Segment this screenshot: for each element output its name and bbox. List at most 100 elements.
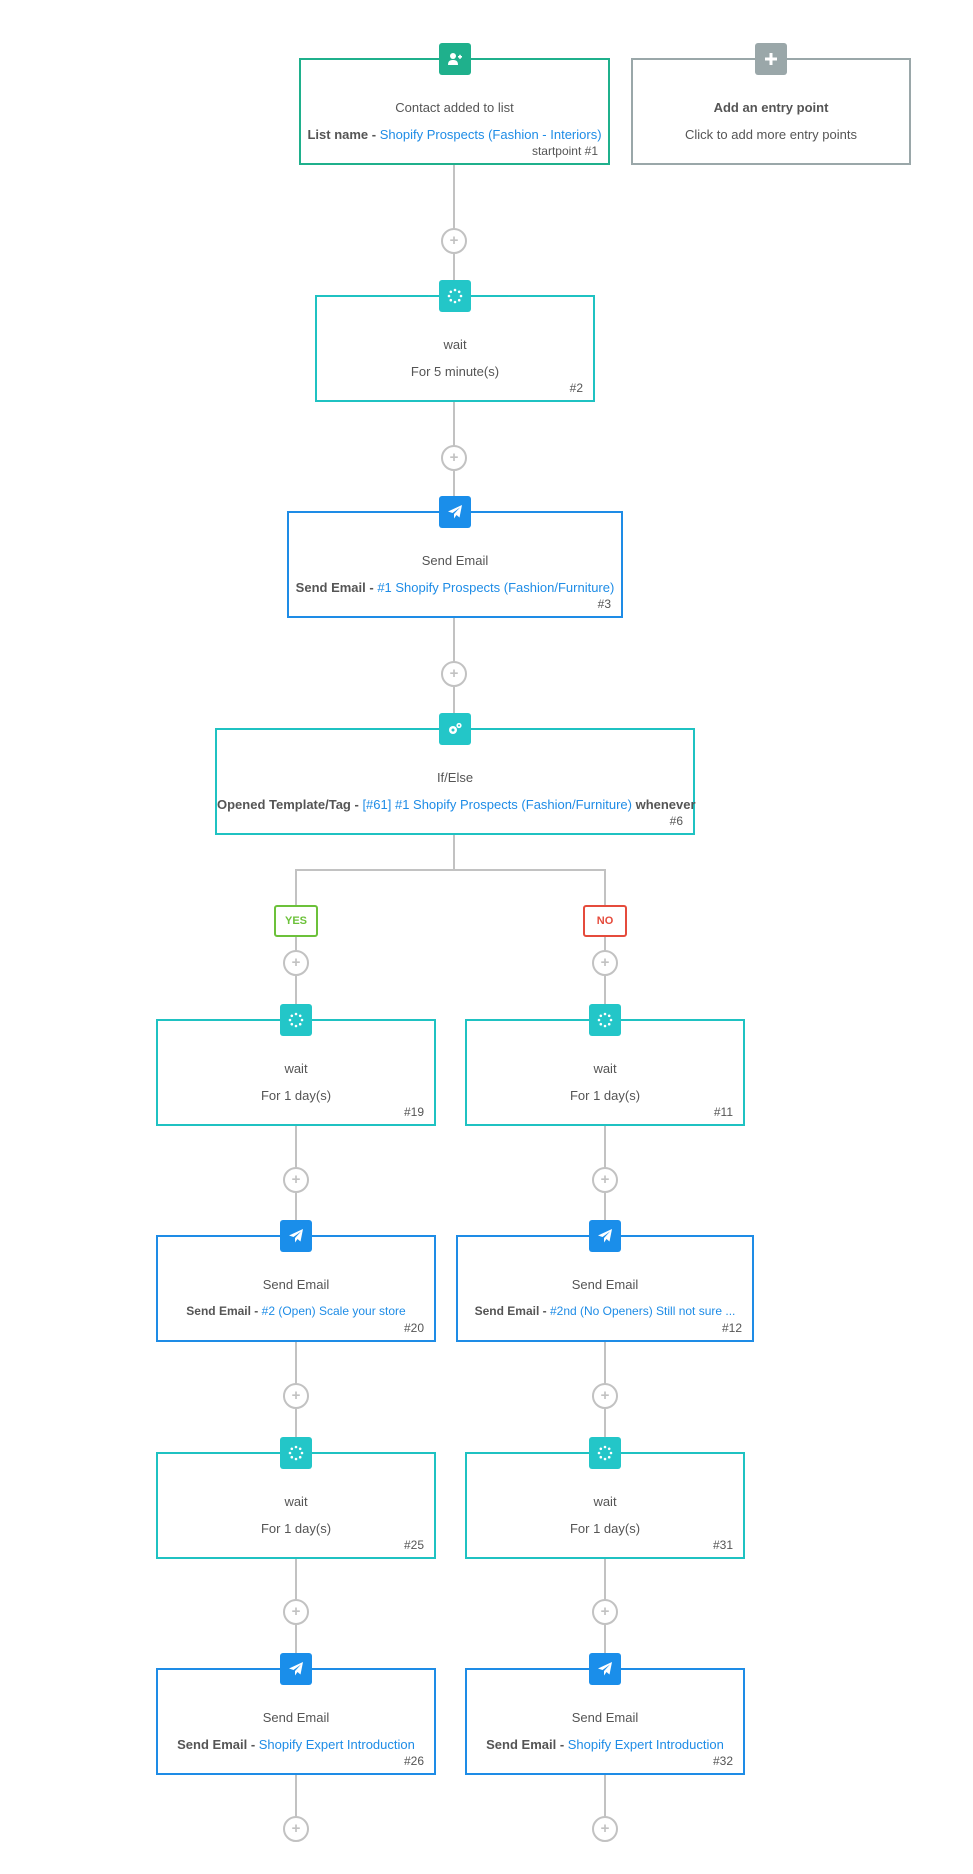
- add-step-button[interactable]: +: [592, 950, 618, 976]
- step-id: #6: [669, 814, 683, 828]
- spinner-icon: [280, 1437, 312, 1469]
- add-step-button[interactable]: +: [283, 1816, 309, 1842]
- step-title: Send Email: [262, 1277, 330, 1292]
- email-template-link[interactable]: #2nd (No Openers) Still not sure ...: [549, 1304, 736, 1318]
- branch-split-line: [295, 869, 606, 871]
- step-detail: Send Email - #1 Shopify Prospects (Fashi…: [289, 580, 621, 595]
- plus-icon: +: [600, 954, 610, 971]
- add-step-button[interactable]: +: [592, 1167, 618, 1193]
- detail-label: Send Email -: [474, 1304, 550, 1318]
- step-detail: Send Email - Shopify Expert Introduction: [467, 1737, 743, 1752]
- step-id: #26: [403, 1754, 424, 1768]
- step-title: wait: [593, 1061, 617, 1076]
- step-title: wait: [593, 1494, 617, 1509]
- plus-icon: +: [291, 954, 301, 971]
- step-title: Add an entry point: [713, 100, 829, 115]
- spinner-icon: [589, 1004, 621, 1036]
- connector-line: [295, 869, 297, 1021]
- step-detail: Send Email - #2nd (No Openers) Still not…: [458, 1304, 752, 1318]
- gears-icon: [439, 713, 471, 745]
- email-template-link[interactable]: #2 (Open) Scale your store: [261, 1304, 406, 1318]
- wait-step[interactable]: wait For 1 day(s) #19: [156, 1004, 436, 1126]
- step-detail: Send Email - Shopify Expert Introduction: [158, 1737, 434, 1752]
- step-detail: For 1 day(s): [569, 1521, 641, 1536]
- detail-label: Send Email -: [295, 580, 378, 595]
- send-email-step[interactable]: Send Email Send Email - #1 Shopify Prosp…: [287, 496, 623, 618]
- step-id: #19: [403, 1105, 424, 1119]
- step-detail: Opened Template/Tag - [#61] #1 Shopify P…: [217, 797, 696, 812]
- branch-yes-badge[interactable]: YES: [274, 905, 318, 937]
- detail-label: Send Email -: [186, 1304, 262, 1318]
- step-detail: Click to add more entry points: [685, 127, 857, 142]
- condition-template-link[interactable]: [#61] #1 Shopify Prospects (Fashion/Furn…: [362, 797, 632, 812]
- plus-icon: [755, 43, 787, 75]
- add-step-button[interactable]: +: [441, 661, 467, 687]
- step-id: #25: [403, 1538, 424, 1552]
- add-step-button[interactable]: +: [441, 228, 467, 254]
- step-detail: For 1 day(s): [260, 1088, 332, 1103]
- paper-plane-icon: [439, 496, 471, 528]
- email-template-link[interactable]: Shopify Expert Introduction: [567, 1737, 724, 1752]
- plus-icon: +: [600, 1603, 610, 1620]
- plus-icon: +: [449, 232, 459, 249]
- spinner-icon: [439, 280, 471, 312]
- spinner-icon: [589, 1437, 621, 1469]
- if-else-step[interactable]: If/Else Opened Template/Tag - [#61] #1 S…: [215, 713, 696, 835]
- add-step-button[interactable]: +: [283, 1383, 309, 1409]
- step-title: Send Email: [571, 1710, 639, 1725]
- detail-label: List name -: [307, 127, 380, 142]
- step-detail: For 1 day(s): [260, 1521, 332, 1536]
- step-title: wait: [284, 1061, 308, 1076]
- send-email-step[interactable]: Send Email Send Email - Shopify Expert I…: [156, 1653, 436, 1775]
- detail-label: Opened Template/Tag -: [217, 797, 363, 812]
- email-template-link[interactable]: Shopify Expert Introduction: [258, 1737, 415, 1752]
- plus-icon: +: [600, 1171, 610, 1188]
- connector-line: [453, 835, 455, 871]
- plus-icon: +: [291, 1603, 301, 1620]
- spinner-icon: [280, 1004, 312, 1036]
- connector-line: [453, 165, 455, 385]
- step-title: Contact added to list: [395, 100, 514, 115]
- connector-line: [604, 1772, 606, 1828]
- wait-step[interactable]: wait For 1 day(s) #31: [465, 1437, 745, 1559]
- step-id: startpoint #1: [531, 144, 598, 158]
- add-step-button[interactable]: +: [592, 1383, 618, 1409]
- list-name-link[interactable]: Shopify Prospects (Fashion - Interiors): [379, 127, 602, 142]
- paper-plane-icon: [589, 1653, 621, 1685]
- plus-icon: +: [449, 449, 459, 466]
- send-email-step[interactable]: Send Email Send Email - Shopify Expert I…: [465, 1653, 745, 1775]
- step-detail: For 5 minute(s): [410, 364, 500, 379]
- add-step-button[interactable]: +: [283, 1167, 309, 1193]
- add-entry-point-card[interactable]: Add an entry point Click to add more ent…: [631, 43, 911, 165]
- plus-icon: +: [600, 1387, 610, 1404]
- add-contact-icon: [438, 43, 471, 75]
- add-step-button[interactable]: +: [441, 445, 467, 471]
- step-id: #20: [403, 1321, 424, 1335]
- branch-no-badge[interactable]: NO: [583, 905, 627, 937]
- add-step-button[interactable]: +: [283, 950, 309, 976]
- plus-icon: +: [600, 1820, 610, 1837]
- connector-line: [295, 1772, 297, 1828]
- step-id: #2: [569, 381, 583, 395]
- step-id: #12: [721, 1321, 742, 1335]
- send-email-step[interactable]: Send Email Send Email - #2nd (No Openers…: [456, 1220, 754, 1342]
- wait-step[interactable]: wait For 1 day(s) #11: [465, 1004, 745, 1126]
- add-step-button[interactable]: +: [283, 1599, 309, 1625]
- step-id: #31: [712, 1538, 733, 1552]
- step-id: #3: [597, 597, 611, 611]
- plus-icon: +: [449, 665, 459, 682]
- step-title: Send Email: [421, 553, 489, 568]
- send-email-step[interactable]: Send Email Send Email - #2 (Open) Scale …: [156, 1220, 436, 1342]
- add-step-button[interactable]: +: [592, 1816, 618, 1842]
- paper-plane-icon: [589, 1220, 621, 1252]
- paper-plane-icon: [280, 1220, 312, 1252]
- condition-suffix: whenever: [631, 797, 696, 812]
- wait-step[interactable]: wait For 1 day(s) #25: [156, 1437, 436, 1559]
- paper-plane-icon: [280, 1653, 312, 1685]
- add-step-button[interactable]: +: [592, 1599, 618, 1625]
- email-template-link[interactable]: #1 Shopify Prospects (Fashion/Furniture): [377, 580, 615, 595]
- wait-step[interactable]: wait For 5 minute(s) #2: [315, 280, 595, 402]
- entry-point-contact-added[interactable]: Contact added to list List name - Shopif…: [299, 43, 610, 165]
- step-detail: List name - Shopify Prospects (Fashion -…: [301, 127, 608, 142]
